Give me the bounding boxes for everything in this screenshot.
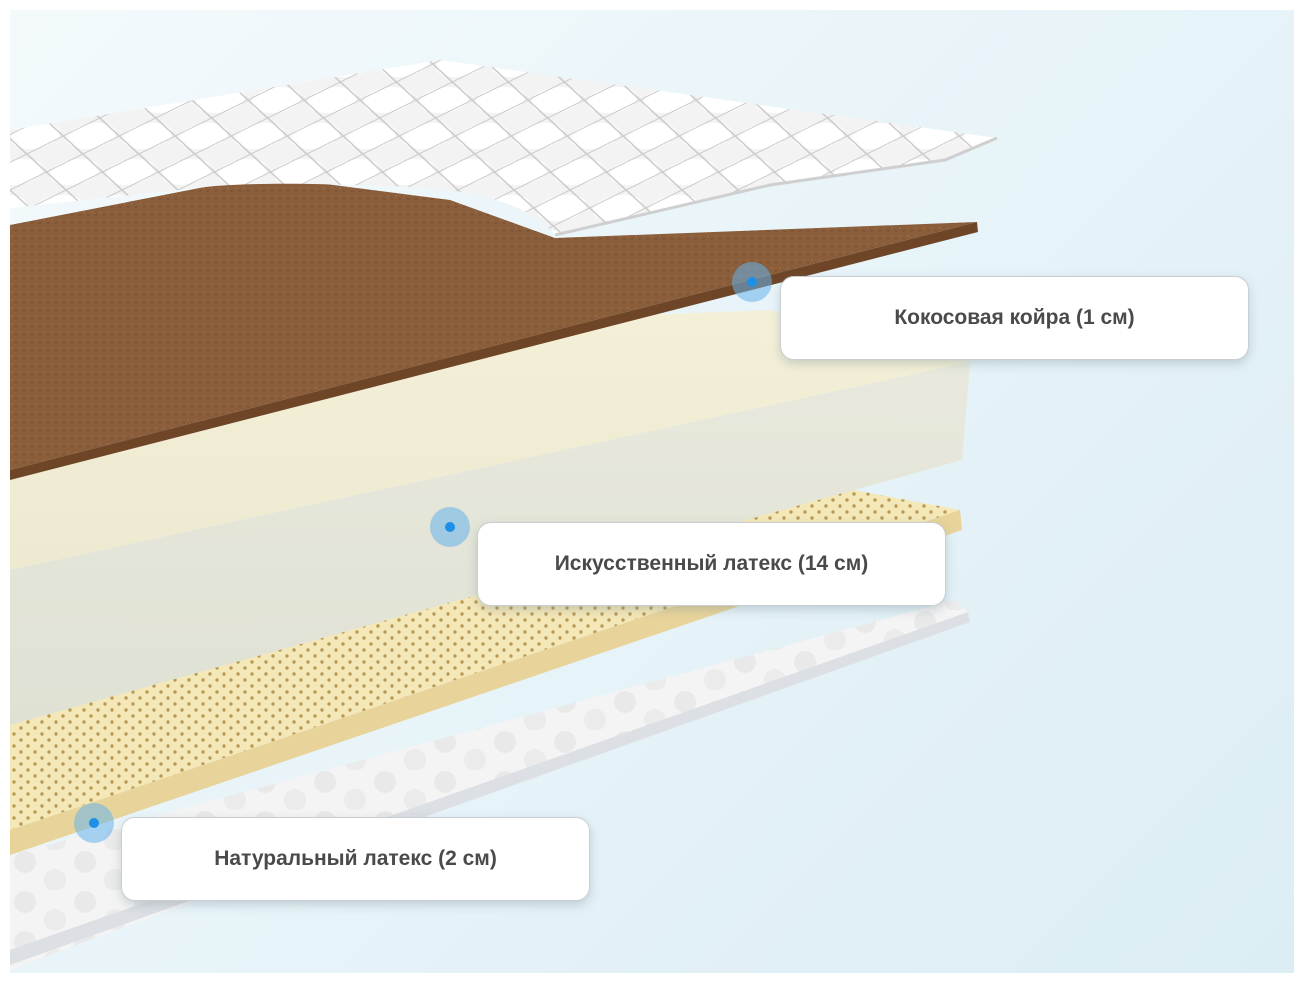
artificial-latex-label: Искусственный латекс (14 см) bbox=[554, 552, 869, 575]
quilted-top-cover bbox=[10, 60, 998, 237]
natural-latex-marker[interactable] bbox=[74, 803, 114, 843]
mattress-layers-diagram: Кокосовая койра (1 см) Искусственный лат… bbox=[10, 10, 1294, 973]
natural-latex-callout: Натуральный латекс (2 см) bbox=[121, 817, 590, 901]
coconut-layer-marker[interactable] bbox=[732, 262, 772, 302]
coconut-layer-label: Кокосовая койра (1 см) bbox=[894, 306, 1135, 329]
natural-latex-label: Натуральный латекс (2 см) bbox=[214, 847, 497, 870]
coconut-layer-callout: Кокосовая койра (1 см) bbox=[780, 276, 1249, 360]
artificial-latex-callout: Искусственный латекс (14 см) bbox=[477, 522, 946, 606]
artificial-latex-marker[interactable] bbox=[430, 507, 470, 547]
